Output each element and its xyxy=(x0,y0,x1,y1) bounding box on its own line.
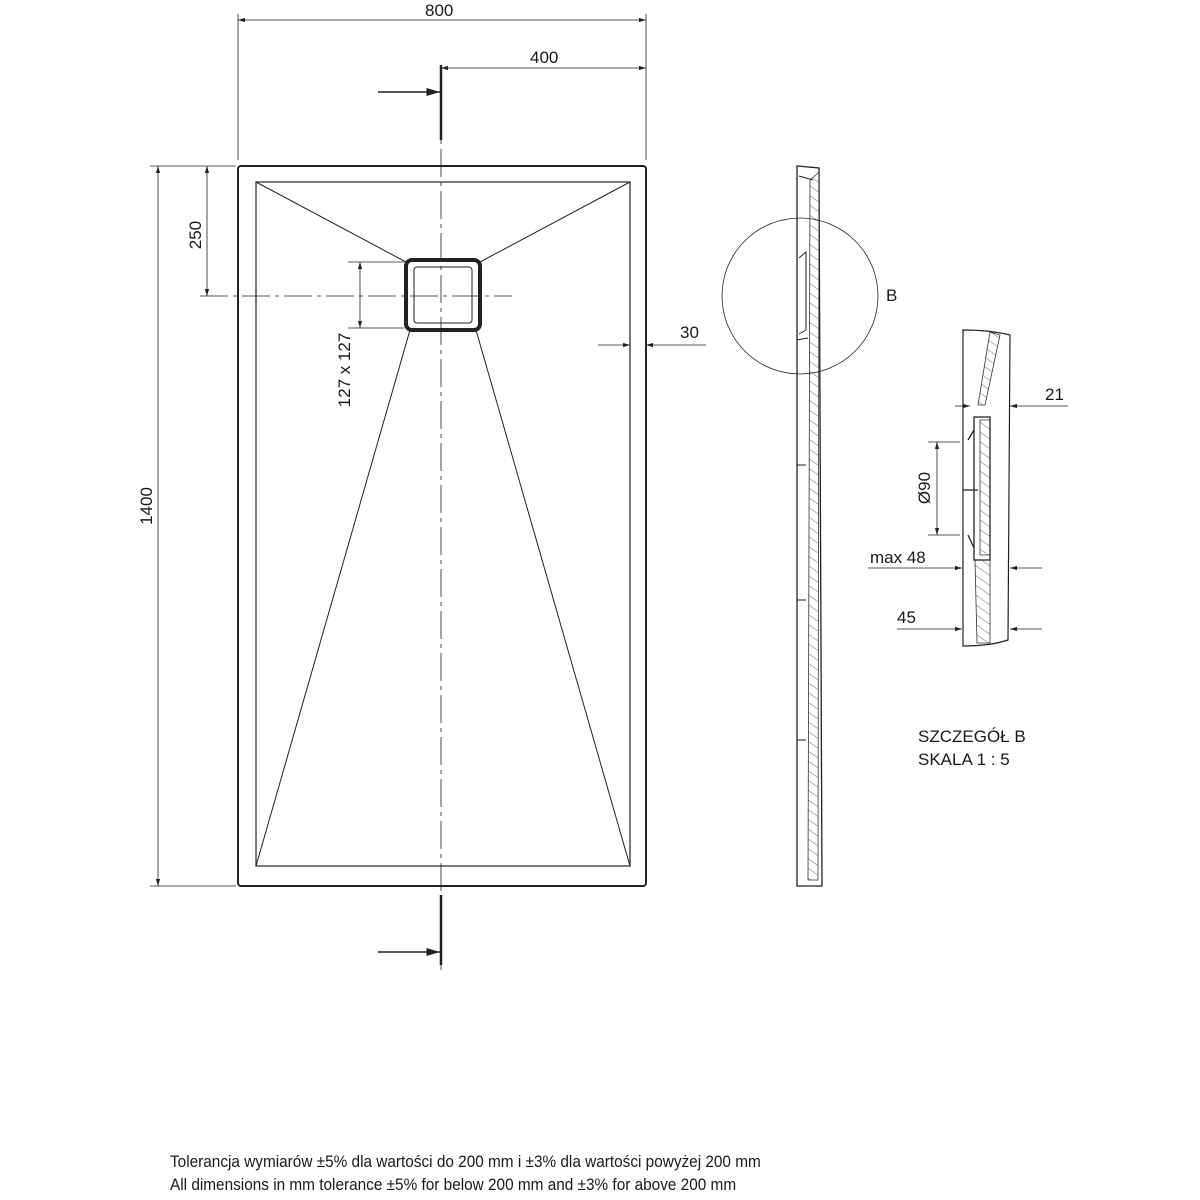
detail-scale: SKALA 1 : 5 xyxy=(918,750,1010,769)
dimension-label: 45 xyxy=(897,608,916,627)
fall-line xyxy=(479,181,631,263)
dimension-label: Ø90 xyxy=(915,472,934,504)
dimension-label: 127 x 127 xyxy=(335,333,354,408)
dimension-800: 800 xyxy=(237,1,647,160)
tray-side-section: B xyxy=(721,165,897,887)
fall-line xyxy=(475,329,631,867)
dimension-label: 400 xyxy=(530,48,558,67)
dimension-label: 21 xyxy=(1045,385,1064,404)
dimension-21: 21 xyxy=(955,385,1068,409)
dimension-max-48: max 48 xyxy=(868,548,1042,571)
dimension-diameter-90: Ø90 xyxy=(915,441,960,536)
dimension-250: 250 xyxy=(186,166,210,296)
dimension-30: 30 xyxy=(598,323,706,348)
dimension-1400: 1400 xyxy=(137,165,236,887)
tolerance-note-en: All dimensions in mm tolerance ±5% for b… xyxy=(170,1176,737,1194)
section-marker-bottom xyxy=(378,895,443,965)
fall-line xyxy=(255,329,411,867)
detail-b-view: 21 Ø90 max 48 45 SZCZEGÓŁ B SKALA 1 : 5 xyxy=(868,329,1068,769)
dimension-45: 45 xyxy=(897,608,1042,632)
dimension-label: 800 xyxy=(425,1,453,20)
dimension-label: 250 xyxy=(186,221,205,249)
drain-square xyxy=(404,258,482,332)
tray-plan-view xyxy=(200,65,647,970)
dimension-400: 400 xyxy=(441,48,646,71)
detail-marker: B xyxy=(886,286,897,305)
dimension-127x127: 127 x 127 xyxy=(335,261,404,408)
tolerance-note-pl: Tolerancja wymiarów ±5% dla wartości do … xyxy=(170,1153,761,1171)
detail-title: SZCZEGÓŁ B xyxy=(918,727,1026,746)
dimension-label: 1400 xyxy=(137,487,156,525)
dimension-label: 30 xyxy=(680,323,699,342)
tray-outline xyxy=(237,165,647,887)
fall-line xyxy=(255,181,407,263)
dimension-label: max 48 xyxy=(870,548,926,567)
tray-inner-edge xyxy=(255,181,631,867)
section-marker-top xyxy=(378,65,443,140)
detail-b-circle xyxy=(721,217,879,375)
